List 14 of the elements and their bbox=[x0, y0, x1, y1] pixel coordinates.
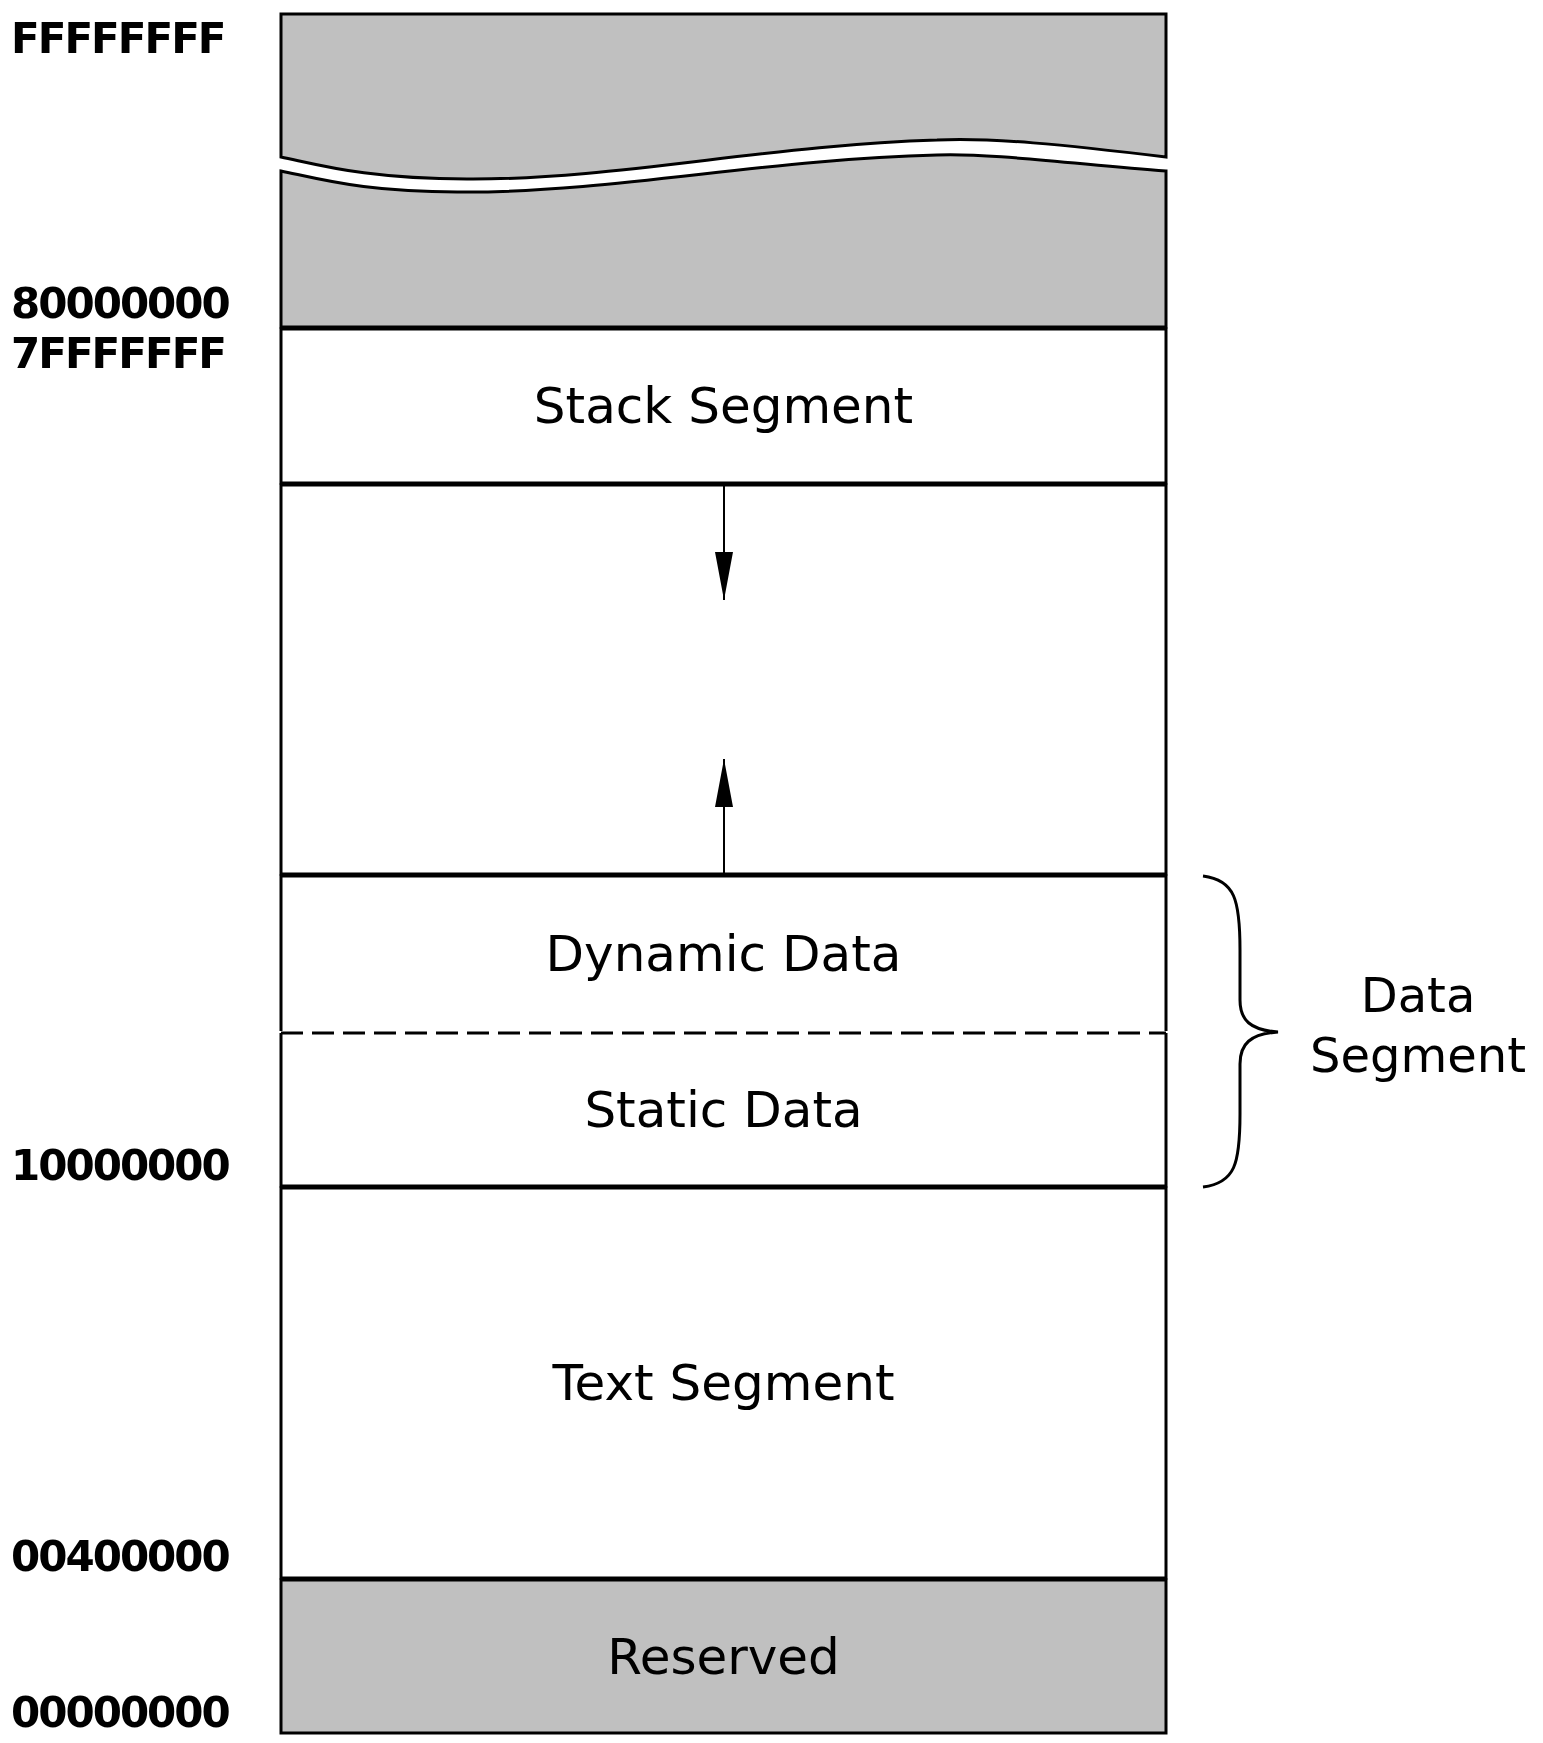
region-label: Stack Segment bbox=[533, 377, 914, 435]
region-label: Static Data bbox=[584, 1080, 863, 1139]
address-label: 80000000 bbox=[11, 283, 229, 325]
arrow bbox=[715, 758, 733, 876]
address-label: 00400000 bbox=[11, 1536, 229, 1578]
region-label: Text Segment bbox=[552, 1354, 895, 1412]
brace-label: Data Segment bbox=[1309, 966, 1527, 1085]
arrow bbox=[715, 483, 733, 601]
address-label: 7FFFFFFF bbox=[11, 333, 226, 375]
address-label: 00000000 bbox=[11, 1692, 229, 1734]
region-label: Reserved bbox=[607, 1627, 840, 1686]
address-label: FFFFFFFF bbox=[11, 18, 225, 60]
address-label: 10000000 bbox=[11, 1145, 229, 1187]
region-label: Dynamic Data bbox=[545, 924, 902, 983]
